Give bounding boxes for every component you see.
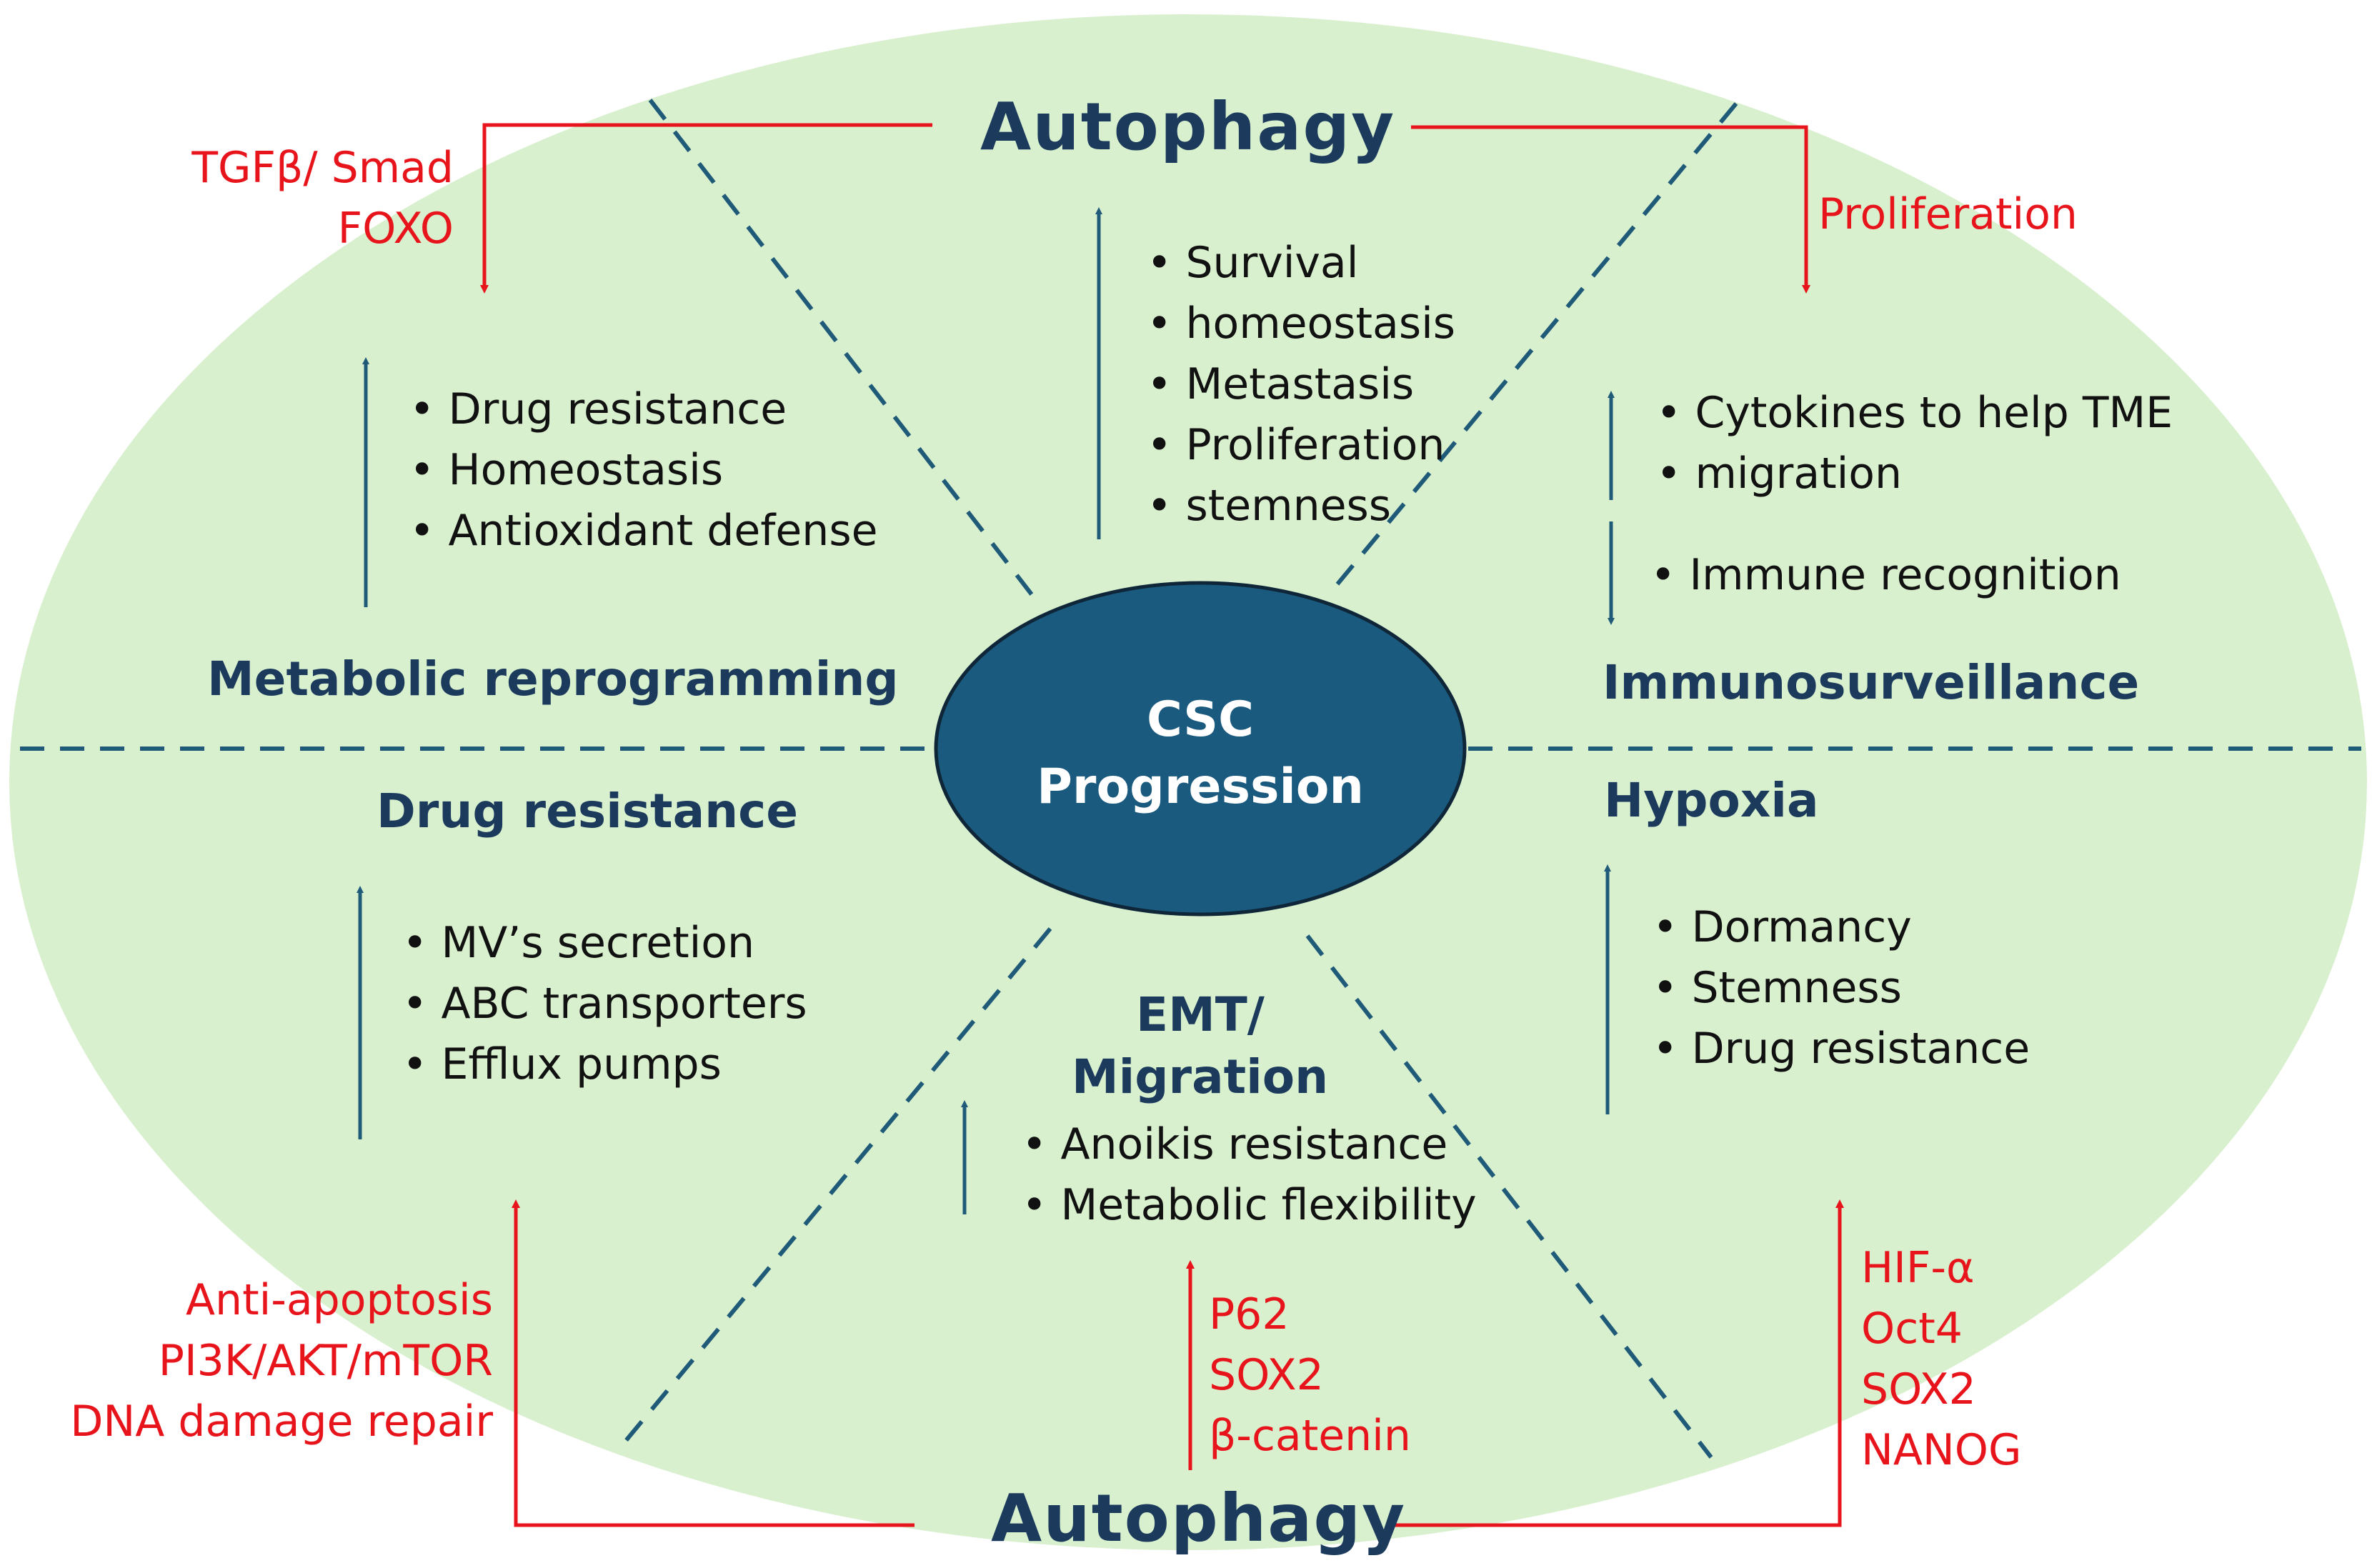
red-connector-bottom-left (512, 1199, 915, 1527)
autophagy-bottom-title: Autophagy (991, 1480, 1407, 1557)
top-center-item: • Metastasis (1147, 359, 1415, 409)
drug-title: Drug resistance (377, 784, 799, 839)
divider-diagonal-top-right (1334, 102, 1738, 587)
emt-title-line1: EMT/ (1136, 987, 1265, 1042)
bottom-right-red-label: HIF-α (1861, 1243, 1975, 1293)
top-center-item: • stemness (1147, 481, 1392, 531)
emt-item: • Metabolic flexibility (1022, 1180, 1477, 1230)
immuno-title: Immunosurveillance (1603, 655, 2140, 710)
red-connector-bottom-right (1390, 1199, 1844, 1527)
top-left-red-label-1: TGFβ/ Smad (191, 143, 454, 193)
metabolic-item: • Drug resistance (409, 384, 787, 434)
center-ellipse (934, 581, 1467, 917)
metabolic-item: • Antioxidant defense (409, 506, 878, 556)
hypoxia-title: Hypoxia (1604, 773, 1819, 828)
bottom-center-red-label: β-catenin (1209, 1411, 1411, 1461)
divider-diagonal-top-left (648, 99, 1038, 601)
bottom-center-red-label: P62 (1209, 1289, 1290, 1339)
divider-diagonal-bottom-right (1305, 934, 1713, 1459)
top-center-item: • homeostasis (1147, 299, 1456, 349)
bottom-left-red-label: DNA damage repair (70, 1397, 493, 1447)
metabolic-item: • Homeostasis (409, 445, 724, 495)
drug-item: • ABC transporters (402, 979, 807, 1029)
autophagy-top-title: Autophagy (980, 89, 1396, 165)
divider-diagonal-bottom-left (616, 927, 1052, 1452)
bottom-right-red-label: Oct4 (1861, 1304, 1963, 1354)
hypoxia-item: • Stemness (1653, 963, 1902, 1013)
top-left-red-label-2: FOXO (337, 204, 454, 254)
hypoxia-item: • Drug resistance (1653, 1024, 2030, 1074)
immuno-down-item: • Immune recognition (1650, 550, 2121, 600)
top-right-red-label: Proliferation (1818, 189, 2078, 239)
immuno-up-item: • Cytokines to help TME (1656, 388, 2173, 438)
drug-item: • Efflux pumps (402, 1039, 722, 1089)
metabolic-title: Metabolic reprogramming (207, 651, 899, 706)
emt-title-line2: Migration (1072, 1049, 1329, 1104)
drug-item: • MV’s secretion (402, 918, 755, 968)
bottom-left-red-label: Anti-apoptosis (186, 1275, 493, 1325)
center-label-line2: Progression (1037, 759, 1364, 815)
red-connector-top-left (480, 123, 932, 294)
bottom-left-red-label: PI3K/AKT/mTOR (158, 1336, 493, 1386)
immuno-up-item: • migration (1656, 449, 1903, 499)
hypoxia-item: • Dormancy (1653, 902, 1912, 952)
top-center-item: • Proliferation (1147, 420, 1445, 470)
top-center-item: • Survival (1147, 238, 1359, 288)
bottom-center-red-label: SOX2 (1209, 1350, 1324, 1400)
bottom-right-red-label: NANOG (1861, 1425, 2022, 1475)
emt-item: • Anoikis resistance (1022, 1119, 1448, 1169)
bottom-right-red-label: SOX2 (1861, 1364, 1976, 1414)
center-label-line1: CSC (1146, 691, 1255, 748)
red-connector-top-right (1411, 125, 1810, 294)
